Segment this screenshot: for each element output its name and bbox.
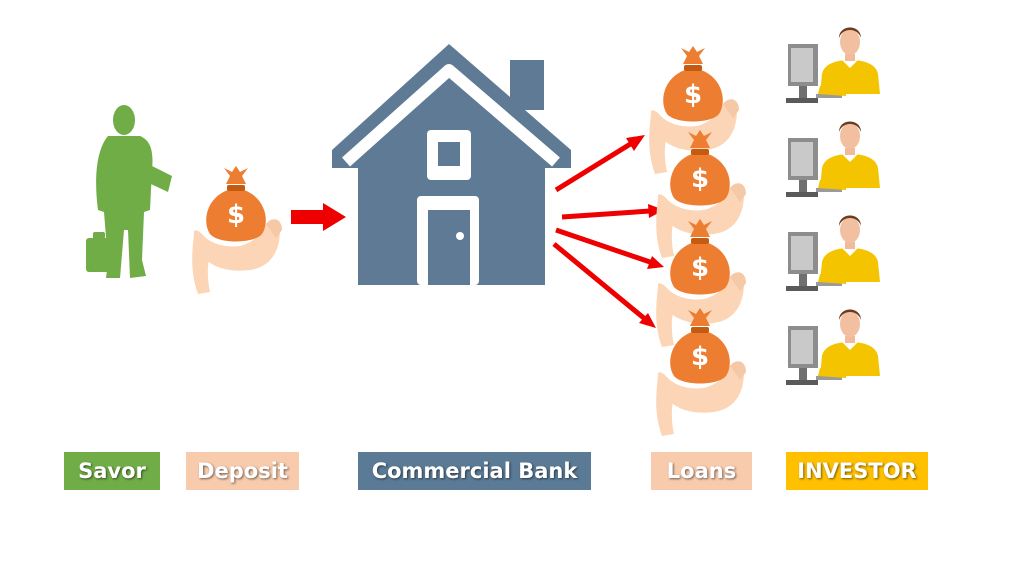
deposit-label: Deposit xyxy=(186,452,299,490)
person-at-computer-icon xyxy=(786,215,880,291)
loans-label: Loans xyxy=(651,452,752,490)
person-at-computer-icon xyxy=(786,309,880,385)
savor-label: Savor xyxy=(64,452,160,490)
arrow-icon xyxy=(291,203,346,231)
businessman-icon xyxy=(86,105,172,278)
money-bag-in-hand-icon xyxy=(192,166,282,294)
person-at-computer-icon xyxy=(786,27,880,103)
commercial-bank-label: Commercial Bank xyxy=(358,452,591,490)
house-icon xyxy=(332,44,571,285)
loan-arrows xyxy=(552,135,664,328)
investor-label: INVESTOR xyxy=(786,452,928,490)
person-at-computer-icon xyxy=(786,121,880,197)
